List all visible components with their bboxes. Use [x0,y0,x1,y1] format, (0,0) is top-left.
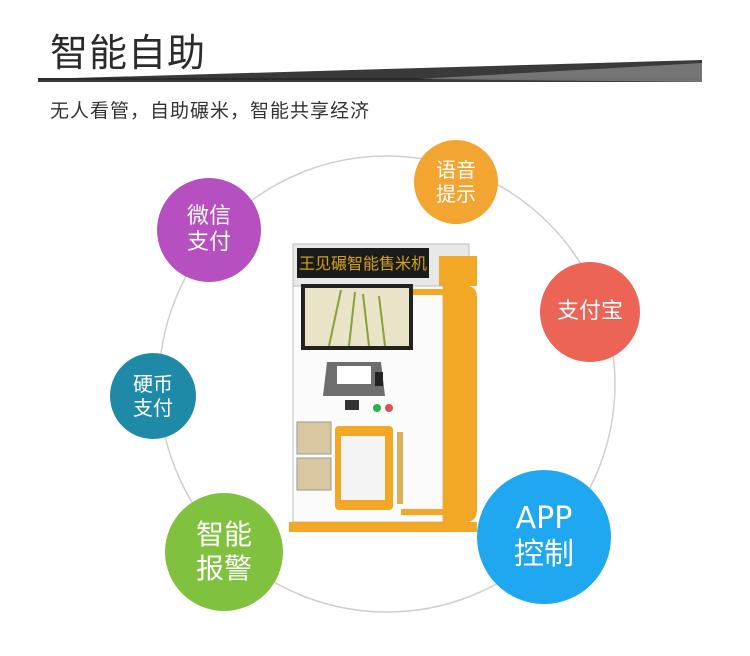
title-underline [38,60,702,82]
feature-smart-alarm: 智能 报警 [165,493,283,611]
feature-label: 微信 支付 [186,203,231,255]
feature-label: APP 控制 [514,501,574,572]
marquee-display [297,248,429,278]
feature-wechat-pay: 微信 支付 [157,178,261,282]
feature-label: 硬币 支付 [133,372,173,420]
feature-label: 支付宝 [556,298,623,324]
feature-coin-pay: 硬币 支付 [110,353,196,439]
feature-label: 智能 报警 [195,518,252,585]
marquee-text: 王见碾智能售米机 [299,254,427,273]
page-subtitle: 无人看管，自助碾米，智能共享经济 [50,100,371,122]
rice-vending-machine: 王见碾智能售米机 [289,243,477,532]
feature-app-control: APP 控制 [477,470,611,604]
feature-voice-prompt: 语音 提示 [414,140,498,224]
feature-alipay: 支付宝 [540,262,640,362]
feature-label: 语音 提示 [436,158,476,206]
page-title: 智能自助 [50,31,207,75]
